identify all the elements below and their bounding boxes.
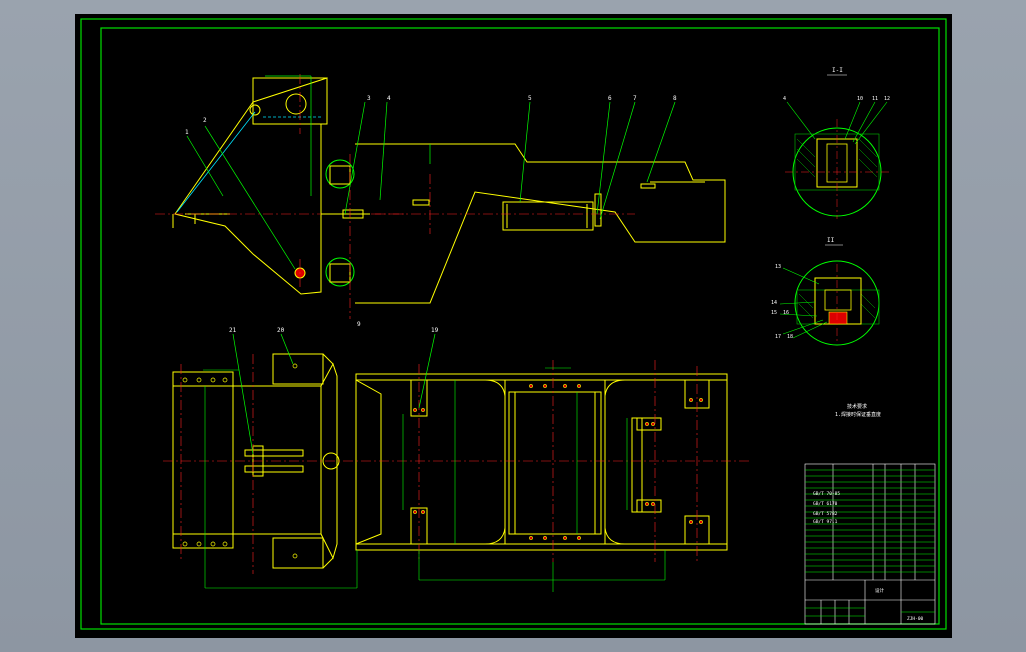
section-a-label: I-I xyxy=(832,67,843,74)
title-block-text: GB/T 70-85 GB/T 6170 GB/T 5782 GB/T 97.1… xyxy=(813,491,924,622)
callout-top-6: 6 xyxy=(608,95,612,102)
company-field: 设计 xyxy=(875,587,884,594)
callout-bottom-21: 21 xyxy=(229,327,237,334)
callout-sb-16: 16 xyxy=(783,310,789,316)
callout-top-5: 5 xyxy=(528,95,532,102)
callout-top-8: 8 xyxy=(673,95,677,102)
callout-sa-4: 4 xyxy=(783,96,786,102)
callout-top-4: 4 xyxy=(387,95,391,102)
callout-bottom-20: 20 xyxy=(277,327,285,334)
callout-sa-12: 12 xyxy=(884,96,890,102)
left-frame-plan xyxy=(172,353,340,569)
callout-top-1: 1 xyxy=(185,129,189,136)
inner-frame xyxy=(100,27,940,625)
callout-sb-13: 13 xyxy=(775,264,781,270)
callout-sb-18: 18 xyxy=(787,334,793,340)
triangle-centerlines xyxy=(155,74,405,289)
std-mark-1: GB/T 70-85 xyxy=(813,491,840,497)
main-frame-bolts xyxy=(413,384,703,540)
main-frame-plan xyxy=(355,373,728,551)
pulley-joints xyxy=(321,159,370,287)
boom-centerlines xyxy=(349,154,635,319)
bottom-callouts: 21 20 19 xyxy=(229,327,439,334)
drawing-svg: 1 2 3 4 5 6 7 8 9 I-I xyxy=(80,18,947,630)
plan-leaders xyxy=(232,333,436,455)
triangle-leaders xyxy=(186,75,312,270)
callout-sa-11: 11 xyxy=(872,96,878,102)
triangle-bracket xyxy=(172,77,328,295)
outer-frame xyxy=(80,18,947,630)
main-boom xyxy=(355,143,726,304)
triangle-hidden-lines xyxy=(176,111,323,213)
boom-leaders xyxy=(344,101,676,220)
cad-drawing-sheet: 1 2 3 4 5 6 7 8 9 I-I xyxy=(75,14,952,638)
std-mark-4: GB/T 97.1 xyxy=(813,519,838,525)
callout-sb-17: 17 xyxy=(775,334,781,340)
left-frame-bolts xyxy=(182,363,298,559)
std-mark-2: GB/T 6170 xyxy=(813,501,838,507)
plan-dimensions xyxy=(203,367,666,592)
callout-sb-14: 14 xyxy=(771,300,777,306)
technical-notes: 技术要求 1.焊接时保证垂直度 xyxy=(835,403,881,418)
note-line-1: 1.焊接时保证垂直度 xyxy=(835,411,881,418)
callout-bottom-19: 19 xyxy=(431,327,439,334)
title-block xyxy=(804,463,936,625)
callout-top-3: 3 xyxy=(367,95,371,102)
plan-centerlines xyxy=(163,354,751,574)
section-b-label: II xyxy=(827,237,835,244)
top-callouts: 1 2 3 4 5 6 7 8 9 xyxy=(185,95,677,328)
title-block-rows xyxy=(805,469,935,617)
part-number: ZJH-00 xyxy=(907,616,924,622)
section-view-a: I-I 4 10 11 12 xyxy=(783,67,890,219)
callout-sb-15: 15 xyxy=(771,310,777,316)
callout-top-7: 7 xyxy=(633,95,637,102)
callout-top-2: 2 xyxy=(203,117,207,124)
note-title: 技术要求 xyxy=(847,403,867,410)
callout-top-9: 9 xyxy=(357,321,361,328)
section-view-b: II 13 14 15 16 17 18 xyxy=(771,237,880,346)
std-mark-3: GB/T 5782 xyxy=(813,511,838,517)
callout-sa-10: 10 xyxy=(857,96,863,102)
